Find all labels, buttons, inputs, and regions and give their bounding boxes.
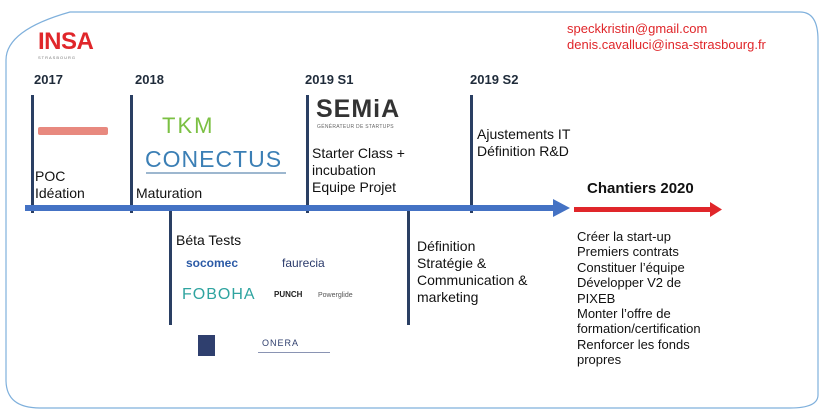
- onera-logo: ONERA: [262, 338, 300, 348]
- milestone-2019-s2-line-2: Définition R&D: [477, 143, 569, 159]
- milestone-2019-s1-line-1: Starter Class +: [312, 145, 405, 161]
- socomec-logo: socomec: [186, 256, 239, 270]
- milestone-2019-s1-line-2: incubation: [312, 162, 376, 178]
- milestone-2018-line-1: Maturation: [136, 185, 203, 201]
- definition-line-1: Définition: [417, 238, 476, 254]
- contact-email-1[interactable]: speckkristin@gmail.com: [567, 21, 708, 36]
- faurecia-logo: faurecia: [282, 256, 325, 270]
- chantiers-arrow: [574, 202, 722, 217]
- powerglide-logo: Powerglide: [318, 292, 353, 299]
- milestone-2019-s1-line-3: Equipe Projet: [312, 179, 397, 195]
- definition-line-3: Communication &: [417, 272, 528, 288]
- milestone-bar-2019-s1: [306, 95, 309, 213]
- foboha-logo: FOBOHA: [182, 286, 256, 303]
- beta-tests-title: Béta Tests: [176, 232, 242, 248]
- insa-logo-text: INSA: [38, 28, 94, 55]
- year-2017: 2017: [34, 72, 63, 87]
- milestone-2017-line-1: POC: [35, 168, 66, 184]
- conectus-logo-underline: [146, 172, 286, 174]
- contact-email-2[interactable]: denis.cavalluci@insa-strasbourg.fr: [567, 37, 766, 52]
- chantiers-list: Créer la start-up Premiers contrats Cons…: [577, 229, 701, 368]
- year-2019-s1: 2019 S1: [305, 72, 354, 87]
- definition-bar: [407, 210, 410, 325]
- year-2018: 2018: [135, 72, 164, 87]
- milestone-bar-2019-s2: [470, 95, 473, 213]
- chantiers-item: formation/certification: [577, 321, 701, 337]
- insa-logo-subtext: STRASBOURG: [38, 55, 77, 60]
- partner-logo-2017: [38, 127, 108, 135]
- chantiers-item: propres: [577, 352, 622, 368]
- milestone-2019-s2-line-1: Ajustements IT: [477, 126, 571, 142]
- definition-line-2: Stratégie &: [417, 255, 487, 271]
- milestone-bar-2018: [130, 95, 133, 213]
- milestone-2017-line-2: Idéation: [35, 185, 85, 201]
- onera-logo-underline: [258, 352, 330, 353]
- semia-logo: SEMiA: [316, 95, 401, 123]
- year-2019-s2: 2019 S2: [470, 72, 519, 87]
- chantiers-item: Monter l’offre de: [577, 306, 671, 322]
- chantiers-item: Créer la start-up: [577, 229, 671, 244]
- punch-logo: PUNCH: [274, 290, 303, 299]
- partner-emblem-logo: [198, 335, 215, 356]
- conectus-logo: CONECTUS: [145, 146, 283, 172]
- definition-line-4: marketing: [417, 289, 479, 305]
- timeline-arrow: [25, 199, 570, 217]
- chantiers-item: Constituer l’équipe: [577, 259, 685, 275]
- semia-logo-subtext: GÉNÉRATEUR DE STARTUPS: [317, 124, 394, 130]
- insa-logo: INSA STRASBOURG: [38, 28, 94, 61]
- beta-tests-bar: [169, 210, 172, 325]
- chantiers-title: Chantiers 2020: [587, 180, 694, 197]
- tkm-logo: TKM: [162, 113, 215, 138]
- milestone-bar-2017: [31, 95, 34, 213]
- chantiers-item: Développer V2 de: [577, 275, 682, 291]
- chantiers-item: Renforcer les fonds: [577, 336, 690, 352]
- chantiers-item: PIXEB: [577, 290, 616, 306]
- chantiers-item: Premiers contrats: [577, 244, 679, 260]
